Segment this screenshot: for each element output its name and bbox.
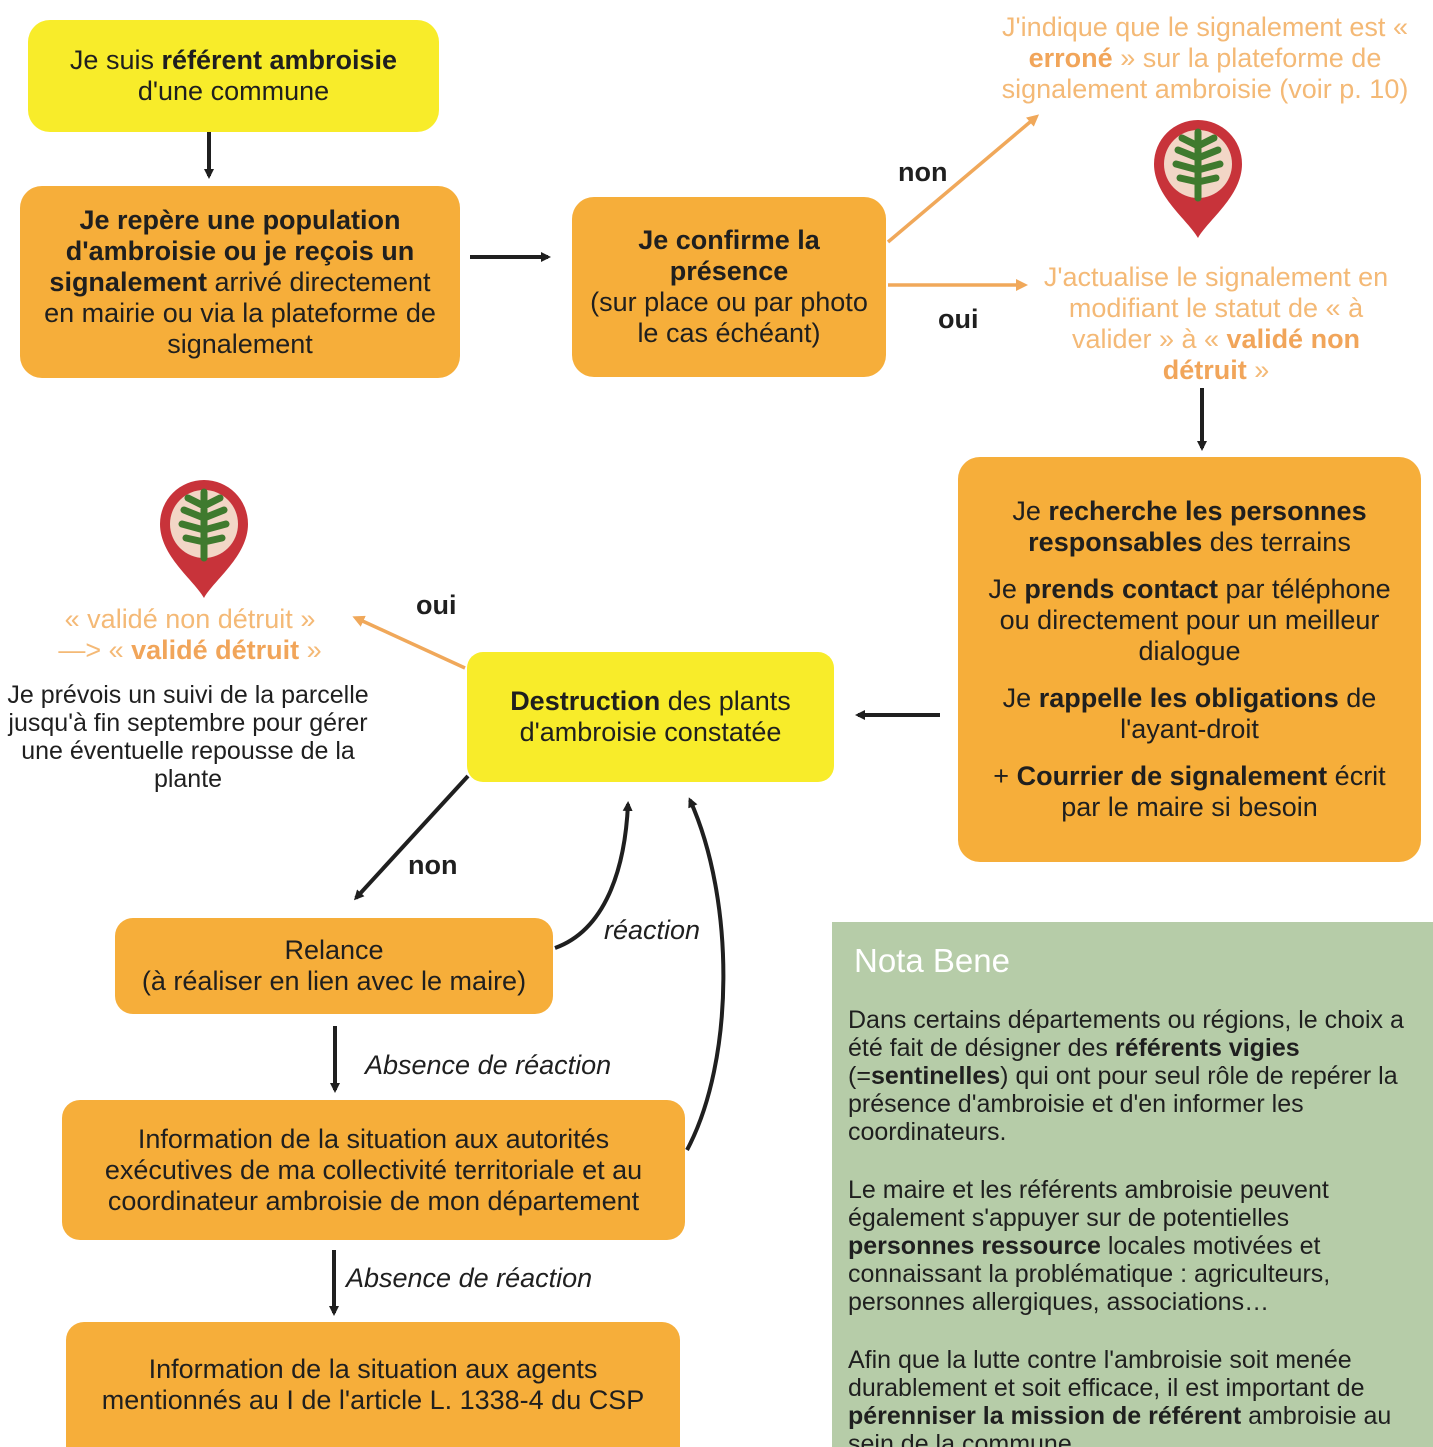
arrow-info-reaction [685, 797, 726, 1151]
label-oui-right: oui [938, 304, 979, 334]
nota-p1-b2: sentinelles [870, 1062, 1001, 1090]
nota-bene-title: Nota Bene [854, 942, 1010, 979]
arrow-destruction-non [353, 774, 470, 901]
text-suivi: Je prévois un suivi de la parcelle jusqu… [7, 681, 369, 793]
destruction-rest: des plants d'ambroisie constatée [519, 686, 791, 747]
nota-p1-post: ) qui ont pour seul rôle de repérer la p… [848, 1062, 1398, 1146]
box-info-agents: Information de la situation aux agents m… [66, 1322, 680, 1447]
box-confirme: Je confirme la présence(sur place ou par… [572, 197, 886, 377]
info-agents-text: Information de la situation aux agents m… [101, 1353, 645, 1415]
recherche-p1-post: des terrains [1202, 527, 1351, 557]
recherche-p2-pre: Je [988, 574, 1025, 604]
actualise-post: » [1246, 355, 1270, 385]
nota-p1-pre: Dans certains départements ou régions, l… [848, 1006, 1404, 1062]
nota-p1-b1: référents vigies [1114, 1034, 1300, 1062]
label-non-bottom: non [408, 850, 458, 880]
arrow-destruction-oui [352, 615, 466, 670]
label-non-top: non [898, 157, 948, 187]
label-absence-1: Absence de réaction [365, 1050, 612, 1080]
valide-end: » [299, 635, 322, 665]
nota-paragraph-1: Dans certains départements ou régions, l… [848, 1006, 1415, 1146]
repere-bold: Je repère une population d'ambroisie ou … [49, 204, 415, 297]
text-valide: « validé non détruit » —> « validé détru… [40, 604, 340, 666]
box-recherche: Je recherche les personnes responsables … [958, 457, 1421, 862]
nota-p2-bold: personnes ressource [848, 1232, 1101, 1260]
box-repere: Je repère une population d'ambroisie ou … [20, 186, 460, 378]
actualise-pre: J'actualise le signalement en modifiant … [1043, 262, 1389, 354]
info-autorites-text: Information de la situation aux autorité… [104, 1123, 643, 1216]
recherche-p1-pre: Je [1012, 496, 1049, 526]
valide-arrow: —> « [58, 635, 132, 665]
label-reaction: réaction [604, 915, 701, 945]
arrow-confirme-non [886, 114, 1040, 244]
referent-post: d'une commune [137, 76, 330, 106]
nota-p3-post: ambroisie au sein de la commune. [848, 1402, 1392, 1447]
ambroisie-pin-icon [1154, 120, 1242, 238]
valide-bold: validé détruit [131, 635, 300, 665]
recherche-p4-bold: Courrier de signalement [1016, 761, 1328, 791]
text-actualise: J'actualise le signalement en modifiant … [1040, 262, 1392, 386]
recherche-p2-bold: prends contact [1024, 574, 1218, 604]
destruction-bold: Destruction [510, 686, 661, 716]
confirme-rest: (sur place ou par photo le cas échéant) [590, 287, 868, 348]
actualise-bold: validé non détruit [1162, 324, 1361, 385]
nota-p1-mid: (= [848, 1062, 871, 1090]
recherche-p4-post: écrit par le maire si besoin [1061, 761, 1386, 822]
confirme-bold: Je confirme la présence [638, 225, 820, 286]
recherche-p3-post: de l'ayant-droit [1120, 683, 1377, 744]
repere-rest: arrivé directement en mairie ou via la p… [44, 266, 436, 359]
nota-p2-pre: Le maire et les référents ambroisie peuv… [848, 1176, 1329, 1232]
relance-line1: Relance [284, 935, 384, 965]
nota-p3-bold: pérenniser la mission de référent [848, 1402, 1242, 1430]
relance-line2: (à réaliser en lien avec le maire) [141, 966, 527, 996]
recherche-p2-post: par téléphone ou directement pour un mei… [999, 574, 1391, 666]
referent-bold: référent ambroisie [161, 45, 398, 75]
arrow-relance-reaction [554, 801, 633, 950]
recherche-p3-pre: Je [1002, 683, 1039, 713]
label-absence-2: Absence de réaction [346, 1263, 593, 1293]
nota-p3-pre: Afin que la lutte contre l'ambroisie soi… [848, 1346, 1365, 1402]
errone-bold: erroné [1028, 43, 1113, 73]
ambroisie-pin-icon [160, 480, 248, 598]
recherche-p4-pre: + [993, 761, 1017, 791]
errone-post: » sur la plateforme de signalement ambro… [1001, 43, 1409, 104]
nota-bene-panel: Nota Bene Dans certains départements ou … [832, 922, 1433, 1447]
recherche-p1-bold: recherche les personnes responsables [1028, 496, 1367, 557]
referent-pre: Je suis [69, 45, 162, 75]
nota-paragraph-2: Le maire et les référents ambroisie peuv… [848, 1176, 1415, 1316]
box-destruction: Destruction des plants d'ambroisie const… [467, 652, 834, 782]
box-info-autorites: Information de la situation aux autorité… [62, 1100, 685, 1240]
valide-line1: « validé non détruit » [64, 604, 316, 634]
text-errone: J'indique que le signalement est « erron… [985, 12, 1425, 105]
nota-p2-post: locales motivées et connaissant la probl… [848, 1232, 1331, 1316]
recherche-p3-bold: rappelle les obligations [1038, 683, 1339, 713]
label-oui-left: oui [416, 590, 457, 620]
box-relance: Relance(à réaliser en lien avec le maire… [115, 918, 553, 1014]
nota-paragraph-3: Afin que la lutte contre l'ambroisie soi… [848, 1346, 1415, 1447]
errone-pre: J'indique que le signalement est « [1002, 12, 1408, 42]
